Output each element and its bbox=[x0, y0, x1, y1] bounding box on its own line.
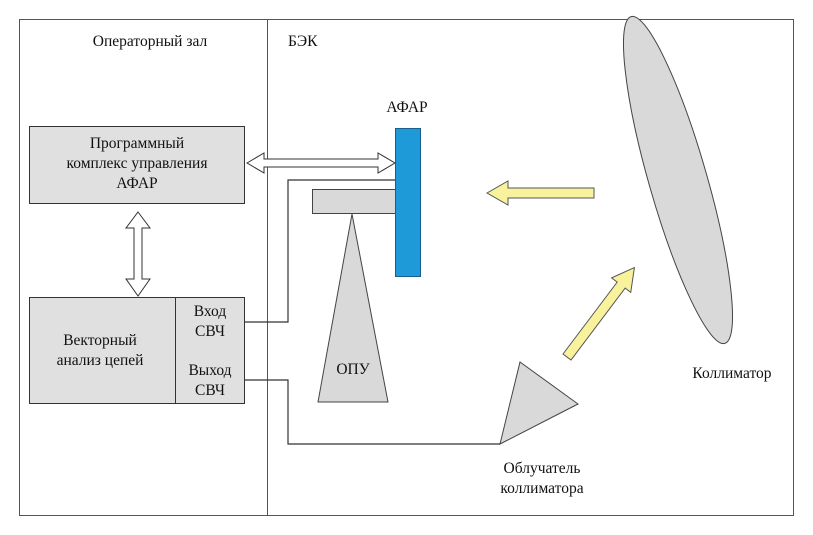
control-software-label-line3: АФАР bbox=[116, 175, 157, 192]
collimator-feed-horn bbox=[499, 361, 579, 445]
feed-label-line2: коллиматора bbox=[500, 480, 583, 497]
rf-output-label-line1: Выход bbox=[188, 362, 231, 379]
outer-frame bbox=[19, 19, 794, 516]
rf-output-label-line2: СВЧ bbox=[195, 382, 225, 399]
positioner-mount bbox=[312, 189, 397, 214]
feed-to-reflector-arrow bbox=[562, 266, 636, 361]
zone-label-operator-room: Операторный зал bbox=[93, 33, 208, 50]
rf-input-label-line1: Вход bbox=[194, 303, 227, 320]
double-arrow-vertical bbox=[125, 211, 151, 297]
vector-analyzer-label-line2: анализ цепей bbox=[57, 352, 144, 369]
rf-output-cable bbox=[244, 379, 500, 445]
collimator-label: Коллиматор bbox=[692, 365, 771, 382]
zone-label-bek: БЭК bbox=[288, 33, 318, 50]
positioner-pedestal bbox=[317, 213, 389, 403]
feed-label-line1: Облучатель bbox=[504, 460, 581, 477]
afar-label: АФАР bbox=[386, 99, 427, 116]
control-software-block bbox=[29, 126, 245, 204]
control-software-label-line1: Программный bbox=[90, 135, 184, 152]
control-software-label-line2: комплекс управления bbox=[67, 155, 208, 172]
afar-antenna bbox=[395, 128, 421, 277]
double-arrow-horizontal bbox=[246, 152, 396, 174]
vector-analyzer-block bbox=[29, 297, 245, 404]
collimator-reflector bbox=[622, 15, 734, 345]
rf-input-cable bbox=[244, 179, 395, 323]
rf-input-label-line2: СВЧ bbox=[195, 323, 225, 340]
vector-analyzer-label-line1: Векторный bbox=[63, 332, 137, 349]
plane-wave-arrow bbox=[485, 180, 595, 206]
positioner-label: ОПУ bbox=[336, 361, 369, 378]
